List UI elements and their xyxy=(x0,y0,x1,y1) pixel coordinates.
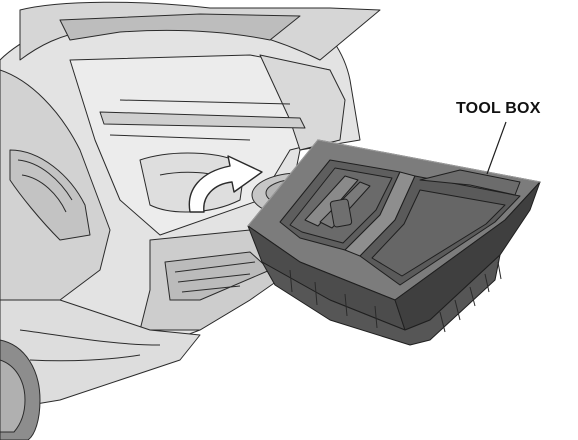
toolbox-jack-slot xyxy=(304,175,359,227)
callout-leader-line xyxy=(486,121,507,175)
vehicle-rear xyxy=(0,1,381,440)
cargo-crossbar xyxy=(99,111,306,129)
tool-box xyxy=(247,139,541,346)
toolbox-lower-tub xyxy=(261,254,501,346)
taillight xyxy=(9,149,91,241)
tool-box-callout-label: TOOL BOX xyxy=(456,100,541,117)
removal-direction-arrow-icon xyxy=(188,155,263,213)
scuff-plate xyxy=(164,251,271,301)
tailgate-glass xyxy=(59,13,301,41)
